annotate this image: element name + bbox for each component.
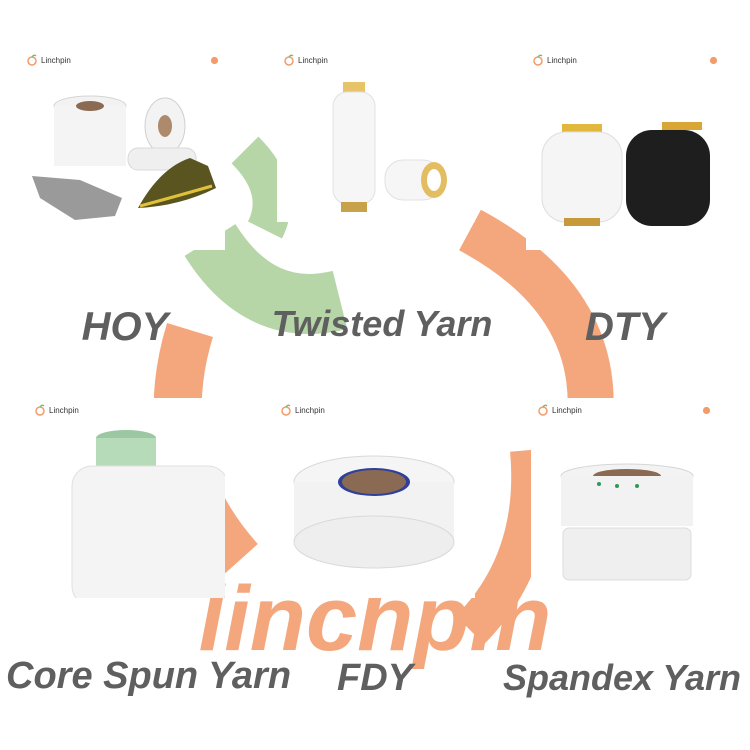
core-spun-yarn-image — [71, 430, 225, 598]
product-label-hoy: HOY — [81, 305, 169, 349]
linchpin-logo-icon — [284, 54, 294, 66]
card-brand: Linchpin — [280, 404, 325, 416]
linchpin-logo-icon — [35, 404, 45, 416]
product-label-twisted: Twisted Yarn — [271, 303, 493, 344]
card-brand: Linchpin — [34, 404, 79, 416]
dty-yarn-image — [541, 122, 710, 226]
brand-name: Linchpin — [552, 405, 582, 415]
brand-dot-icon — [210, 56, 219, 65]
brand-name: Linchpin — [298, 55, 328, 65]
card-brand: Linchpin — [532, 54, 577, 66]
brand-name: Linchpin — [547, 55, 577, 65]
linchpin-logo-icon — [27, 54, 37, 66]
card-brand: Linchpin — [283, 54, 328, 66]
product-label-spandex: Spandex Yarn — [502, 657, 742, 698]
fdy-yarn-image — [293, 455, 455, 569]
brand-name: Linchpin — [295, 405, 325, 415]
brand-name: Linchpin — [41, 55, 71, 65]
brand-name: Linchpin — [49, 405, 79, 415]
product-card-core[interactable]: Linchpin — [28, 398, 225, 598]
linchpin-logo-icon — [538, 404, 548, 416]
linchpin-logo-icon — [533, 54, 543, 66]
card-brand: Linchpin — [26, 54, 71, 66]
spandex-yarn-image — [560, 463, 694, 581]
brand-dot-icon — [702, 406, 711, 415]
hoy-yarn-image — [32, 95, 216, 220]
product-card-hoy[interactable]: Linchpin — [20, 48, 225, 250]
product-label-dty: DTY — [585, 305, 665, 349]
product-card-spandex[interactable]: Linchpin — [531, 398, 717, 598]
product-label-fdy: FDY — [337, 657, 413, 699]
product-card-twisted[interactable]: Linchpin — [277, 48, 475, 222]
twisted-yarn-image — [332, 82, 447, 212]
product-label-core: Core Spun Yarn — [6, 655, 292, 697]
card-brand: Linchpin — [537, 404, 582, 416]
brand-dot-icon — [709, 56, 718, 65]
linchpin-logo-icon — [281, 404, 291, 416]
product-card-dty[interactable]: Linchpin — [526, 48, 724, 250]
product-card-fdy[interactable]: Linchpin — [274, 398, 475, 598]
